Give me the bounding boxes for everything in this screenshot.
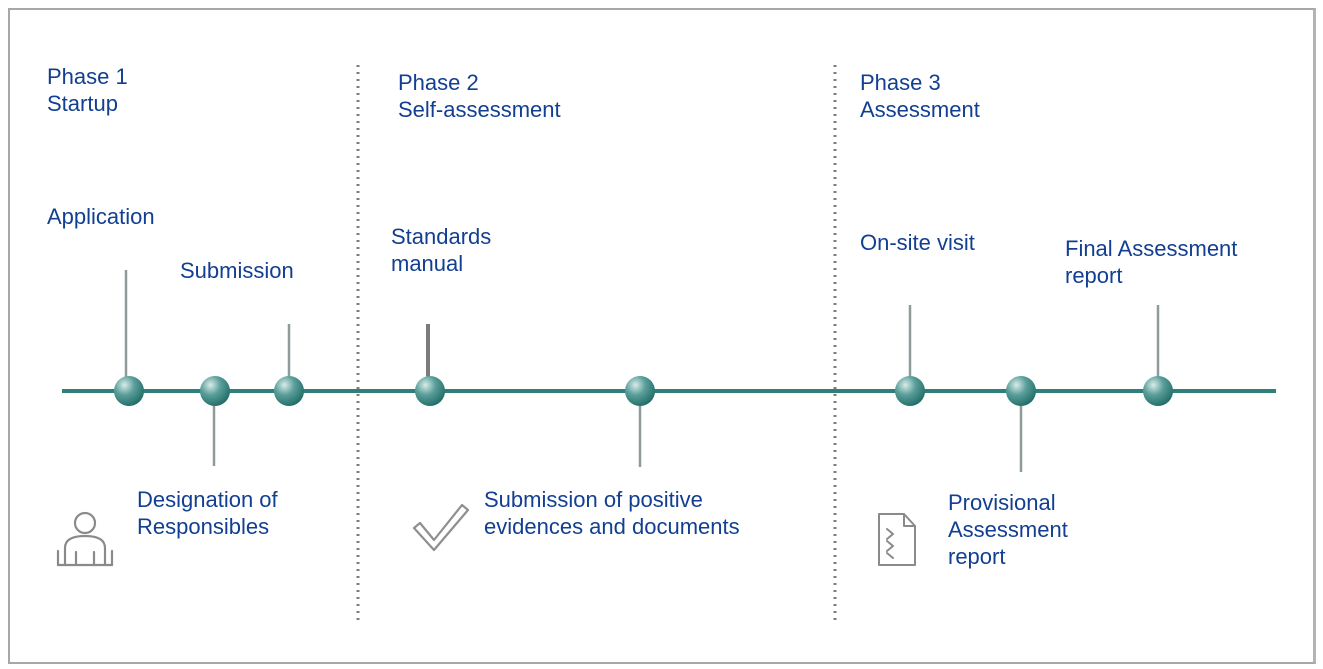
phase-3-title: Phase 3 Assessment — [860, 69, 980, 123]
timeline-node-onsite-visit — [895, 376, 925, 406]
timeline-node-positive-evidences — [625, 376, 655, 406]
diagram-frame — [8, 8, 1316, 664]
event-onsite-visit-label: On-site visit — [860, 230, 975, 255]
event-provisional-report-label: Provisional Assessment report — [948, 489, 1068, 570]
event-standards-manual-label: Standards manual — [391, 223, 491, 277]
event-final-report-label: Final Assessment report — [1065, 235, 1237, 289]
phase-3-name: Assessment — [860, 97, 980, 122]
phase-2-name: Self-assessment — [398, 97, 561, 122]
event-designation-line-1: Designation of — [137, 487, 278, 512]
event-provisional-report-line-1: Provisional — [948, 490, 1056, 515]
checkmark-icon — [412, 503, 470, 552]
timeline-node-application — [114, 376, 144, 406]
event-application-label: Application — [47, 204, 155, 229]
phase-3-number: Phase 3 — [860, 70, 941, 95]
phase-1-title: Phase 1 Startup — [47, 63, 128, 117]
phase-2-title: Phase 2 Self-assessment — [398, 69, 561, 123]
event-standards-manual-line-2: manual — [391, 251, 464, 276]
phase-1-name: Startup — [47, 91, 118, 116]
event-positive-evidences-line-1: Submission of positive — [484, 487, 703, 512]
person-icon — [56, 511, 114, 567]
event-submission-label: Submission — [180, 258, 294, 283]
timeline-node-provisional-report — [1006, 376, 1036, 406]
event-positive-evidences-line-2: evidences and documents — [484, 514, 740, 539]
timeline-node-standards-manual — [415, 376, 445, 406]
event-designation-line-2: Responsibles — [137, 514, 270, 539]
event-provisional-report-line-2: Assessment — [948, 517, 1068, 542]
event-standards-manual-line-1: Standards — [391, 224, 492, 249]
timeline-node-final-report — [1143, 376, 1173, 406]
phase-1-number: Phase 1 — [47, 64, 128, 89]
document-icon — [878, 513, 916, 566]
event-provisional-report-line-3: report — [948, 544, 1006, 569]
event-final-report-line-2: report — [1065, 263, 1123, 288]
event-designation-label: Designation of Responsibles — [137, 486, 278, 540]
timeline-node-submission — [274, 376, 304, 406]
event-final-report-line-1: Final Assessment — [1065, 236, 1238, 261]
phase-2-number: Phase 2 — [398, 70, 479, 95]
timeline-node-designation — [200, 376, 230, 406]
event-positive-evidences-label: Submission of positive evidences and doc… — [484, 486, 740, 540]
